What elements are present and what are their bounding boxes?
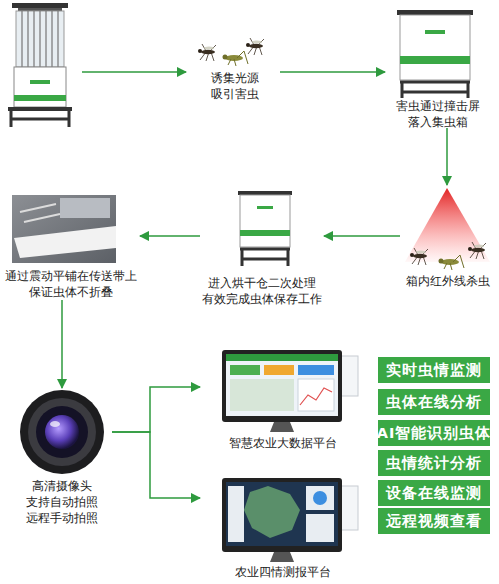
monitor-one: [222, 350, 358, 432]
process-step: 高清摄像头 支持自动拍照 远程手动拍照: [12, 388, 112, 525]
step-caption: 智慧农业大数据平台: [200, 435, 365, 451]
tower-louvre: [16, 11, 64, 67]
feature-box: 虫情统计分析: [378, 450, 490, 476]
monitor-stand: [270, 422, 294, 432]
monitor-screen: [226, 354, 338, 416]
flow-arrow: [61, 300, 63, 388]
feature-box: 设备在线监测: [378, 480, 490, 506]
insect: [246, 38, 264, 55]
flow-arrow: [82, 71, 186, 73]
conveyor-belt: [14, 226, 116, 258]
screen-chart-line: [300, 388, 332, 405]
device-body: [400, 15, 470, 80]
lens-ring: [36, 406, 88, 458]
infrared-cone: [405, 188, 490, 270]
screen-tile: [230, 365, 260, 375]
camera-lens: [20, 390, 104, 474]
flow-arrow: [140, 235, 200, 237]
process-step: 害虫通过撞击屏 落入集虫箱: [385, 8, 490, 128]
screen-sidebar: [228, 486, 244, 542]
process-step: 箱内红外线杀虫: [400, 185, 495, 290]
lens-ring: [20, 390, 104, 474]
flow-arrow: [112, 387, 200, 432]
step-caption: 高清摄像头 支持自动拍照 远程手动拍照: [12, 478, 112, 526]
insect: [198, 44, 216, 61]
process-step: 智慧农业大数据平台: [200, 345, 365, 452]
process-step: 农业四情测报平台: [200, 470, 365, 582]
insect: [410, 248, 428, 265]
step-caption: 害虫通过撞击屏 落入集虫箱: [385, 98, 490, 130]
feature-box: 远程视频查看: [378, 508, 490, 534]
feature-label: 虫情统计分析: [386, 454, 482, 473]
flow-arrow: [324, 235, 400, 237]
flow-arrow: [446, 128, 448, 185]
monitor-frame: [222, 478, 342, 552]
screen-tile: [264, 365, 294, 375]
feature-label: 设备在线监测: [386, 484, 482, 503]
flow-arrow: [112, 432, 200, 498]
lens-ring: [28, 398, 96, 466]
monitor-screen: [226, 482, 338, 546]
screen-panel: [306, 486, 334, 510]
screen-map: [244, 486, 300, 538]
step-caption: 进入烘干仓二次处理 有效完成虫体保存工作: [200, 275, 324, 307]
device-band: [240, 230, 290, 236]
screen-tile: [298, 365, 334, 375]
feature-label: 远程视频查看: [386, 512, 482, 531]
step-caption: 农业四情测报平台: [200, 564, 365, 580]
insect: [439, 255, 465, 270]
feature-label: 实时虫情监测: [386, 361, 482, 380]
step-caption: 通过震动平铺在传送带上 保证虫体不折叠: [2, 268, 140, 300]
step-caption: 箱内红外线杀虫: [400, 273, 495, 289]
conveyor-photo: [12, 195, 116, 263]
tower-body: [14, 67, 66, 107]
device-logo: [257, 206, 273, 209]
device-band: [400, 56, 470, 64]
tower-base: [8, 107, 72, 111]
insect: [223, 51, 249, 66]
feature-box: 虫体在线分析: [378, 389, 490, 415]
device-cap: [397, 10, 473, 15]
insect: [468, 242, 486, 259]
drying-device: [238, 191, 292, 266]
feature-box: 实时虫情监测: [378, 357, 490, 383]
feature-box: AI智能识别虫体: [378, 420, 490, 446]
collector-device: [397, 10, 473, 98]
screen-chart: [298, 379, 334, 411]
lens-glass: [45, 415, 79, 449]
tower-louvre-lines: [22, 11, 58, 67]
screen-dial: [313, 491, 327, 505]
monitor-frame: [222, 350, 342, 422]
tower-band: [14, 95, 66, 101]
tower-cap: [12, 3, 68, 8]
trap-tower: [8, 3, 72, 127]
feature-label: 虫体在线分析: [386, 393, 482, 412]
screen-bar: [226, 354, 338, 361]
process-step: 通过震动平铺在传送带上 保证虫体不折叠: [2, 190, 140, 300]
device-legs: [400, 82, 470, 98]
flow-arrow: [280, 71, 385, 73]
feature-label: AI智能识别虫体: [377, 424, 492, 443]
screen-table: [230, 379, 294, 411]
photo-part: [20, 204, 60, 222]
device-logo: [425, 30, 445, 34]
photo-part: [60, 198, 110, 218]
device-legs: [240, 249, 290, 266]
lens-glint: [50, 421, 60, 427]
monitor-two: [222, 478, 358, 562]
device-cap: [238, 191, 292, 195]
screen-panel: [306, 514, 334, 542]
process-step: 进入烘干仓二次处理 有效完成虫体保存工作: [200, 185, 324, 305]
process-step: 诱集光源 吸引害虫: [190, 38, 280, 102]
monitor-stand: [270, 552, 294, 562]
photo-frame: [12, 195, 116, 263]
device-body: [240, 195, 290, 247]
step-caption: 诱集光源 吸引害虫: [190, 70, 280, 102]
tower-logo: [30, 80, 50, 84]
tower-legs: [11, 111, 69, 127]
